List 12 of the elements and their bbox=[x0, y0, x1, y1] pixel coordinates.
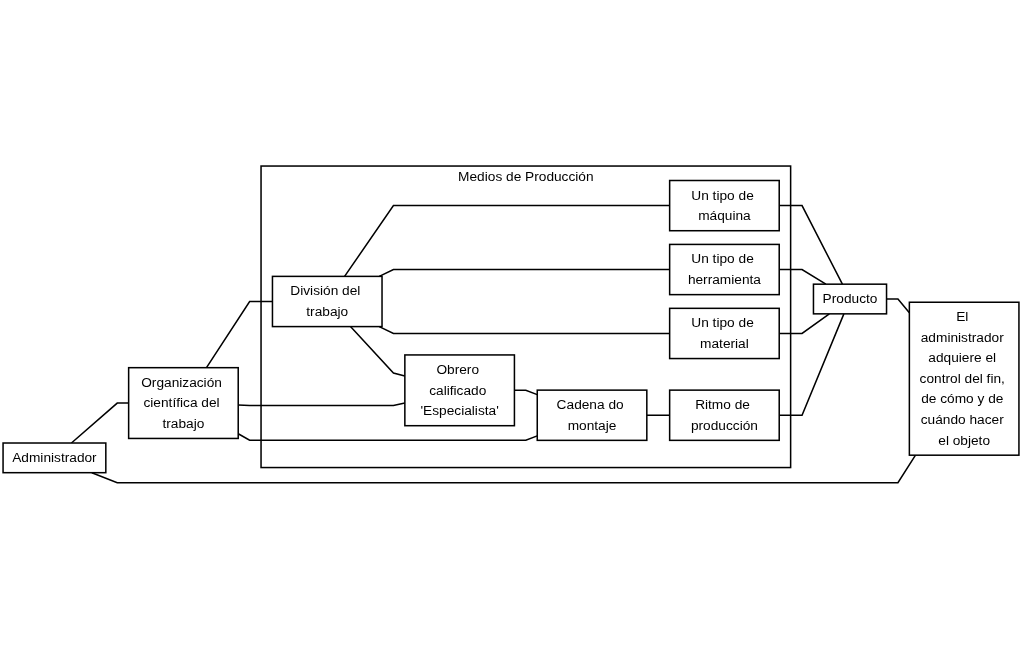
node-box: Administrador bbox=[2, 442, 107, 474]
node-box: Cadena do montaje bbox=[536, 389, 648, 442]
node-box: Organización científica del trabajo bbox=[127, 367, 239, 440]
connector bbox=[91, 454, 917, 484]
node-box: Ritmo de producción bbox=[668, 389, 780, 442]
node-box: El administrador adquiere el control del fin, de cómo y de cuándo hacer el objeto bbox=[908, 301, 1020, 457]
node-box: Un tipo de herramienta bbox=[668, 243, 780, 296]
node-box: División del trabajo bbox=[271, 275, 383, 328]
node-box: Obrero calificado 'Especialista' bbox=[404, 354, 516, 427]
node-box: Un tipo de material bbox=[668, 307, 780, 360]
node-box: Un tipo de máquina bbox=[668, 179, 780, 232]
node-box: Producto bbox=[812, 283, 888, 315]
